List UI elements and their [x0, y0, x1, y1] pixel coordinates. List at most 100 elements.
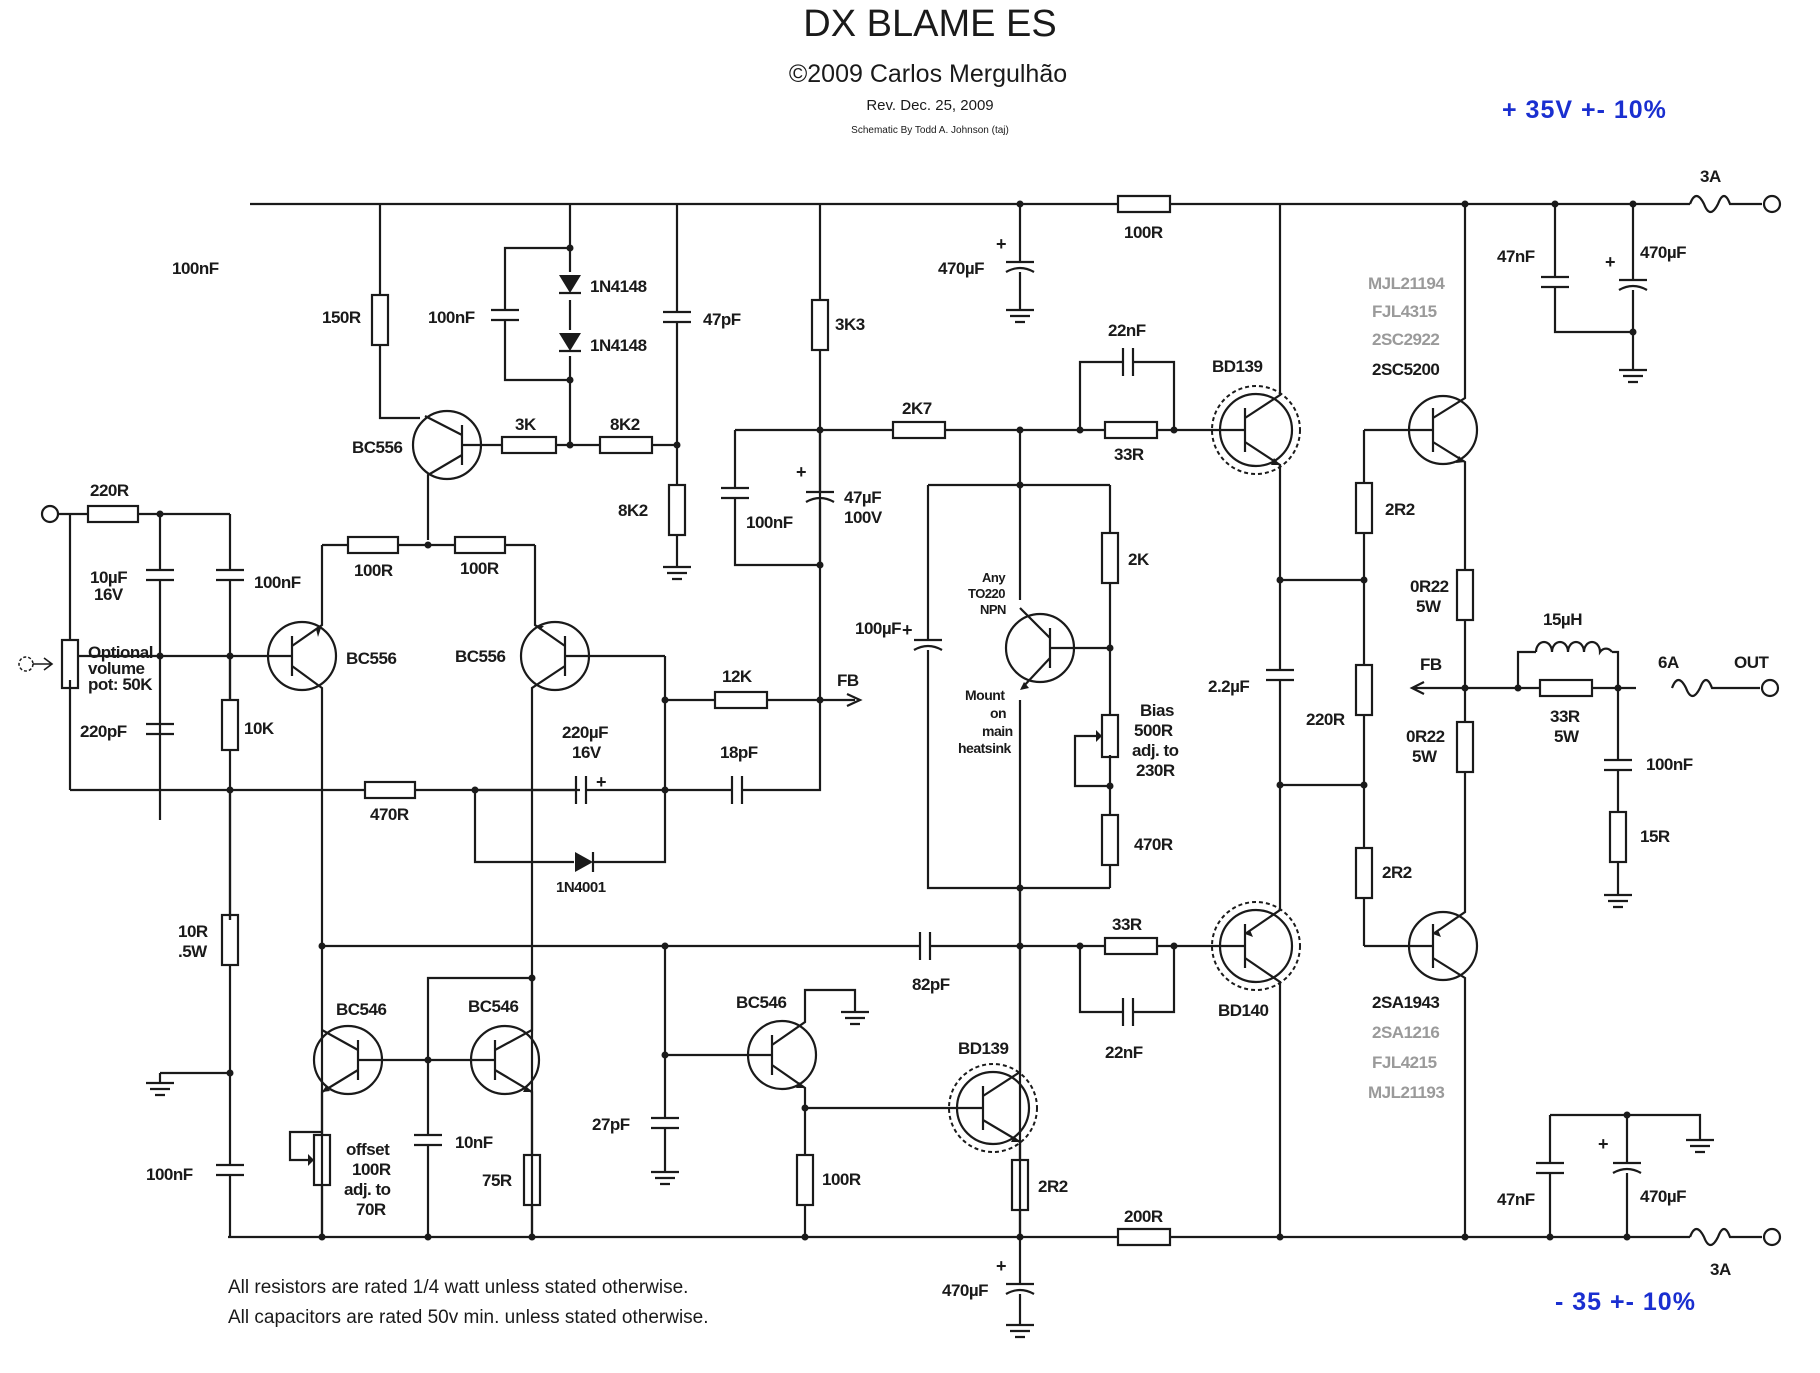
- input-section: [18, 504, 580, 1237]
- resistor-2r2-vas: [1010, 1158, 1030, 1212]
- label-r33-out-value: 33R: [1550, 707, 1580, 726]
- volume-pot: [60, 638, 80, 690]
- label-c47u-voltage: 100V: [844, 508, 883, 527]
- label-c2u2: 2.2µF: [1208, 677, 1249, 696]
- label-q-pnp-out-4: MJL21193: [1368, 1083, 1444, 1102]
- label-q-bd140: BD140: [1218, 1001, 1268, 1020]
- label-q-bc556-l: BC556: [346, 649, 396, 668]
- driver-heatsink-bot: [1211, 901, 1301, 991]
- resistor-150r: [370, 293, 390, 347]
- label-c470u-top: 470µF: [938, 259, 984, 278]
- label-offset-3: adj. to: [344, 1180, 391, 1199]
- label-r0r22b-value: 0R22: [1406, 727, 1445, 746]
- label-r220-mid: 220R: [1306, 710, 1345, 729]
- label-c10u-voltage: 16V: [94, 585, 124, 604]
- input-terminal: [40, 504, 60, 524]
- bias-section: [913, 430, 1120, 1237]
- label-c22n-top: 22nF: [1108, 321, 1146, 340]
- label-mount-1: Mount: [965, 687, 1005, 703]
- lower-section: [288, 888, 1284, 1339]
- label-mount-2: on: [990, 705, 1006, 721]
- label-r75: 75R: [482, 1171, 512, 1190]
- svg-text:+: +: [796, 462, 806, 482]
- label-r470-bias: 470R: [1134, 835, 1173, 854]
- label-r100a: 100R: [354, 561, 393, 580]
- label-r470: 470R: [370, 805, 409, 824]
- label-r10r-power: .5W: [178, 942, 208, 961]
- label-vbe-2: TO220: [968, 586, 1005, 601]
- transistor-bc556-left: [266, 620, 338, 692]
- label-c100n-d: 100nF: [428, 308, 475, 327]
- label-pot-3: pot: 50K: [88, 675, 153, 694]
- label-d1: 1N4148: [590, 277, 647, 296]
- label-r200: 200R: [1124, 1207, 1163, 1226]
- label-r220: 220R: [90, 481, 129, 500]
- label-r3k3: 3K3: [835, 315, 865, 334]
- label-c47n-bot: 47nF: [1497, 1190, 1535, 1209]
- resistor-15r: [1608, 810, 1628, 864]
- label-fb-left: FB: [837, 671, 859, 690]
- label-mount-4: heatsink: [958, 740, 1012, 756]
- label-r33-out-power: 5W: [1554, 727, 1580, 746]
- label-c27p: 27pF: [592, 1115, 630, 1134]
- label-d3: 1N4001: [556, 879, 606, 896]
- label-r3k: 3K: [515, 415, 537, 434]
- label-r15: 15R: [1640, 827, 1670, 846]
- transistor-bd139-bot: [955, 1070, 1031, 1146]
- label-q-pnp-out-2: 2SA1216: [1372, 1023, 1439, 1042]
- label-r0r22b-power: 5W: [1412, 747, 1438, 766]
- driver-section: [318, 204, 1374, 1237]
- component-labels: 220R 10µF 16V 100nF Optional volume pot:…: [80, 167, 1770, 1300]
- resistor-10r: [220, 913, 240, 967]
- label-d2: 1N4148: [590, 336, 647, 355]
- label-r33-top: 33R: [1114, 445, 1144, 464]
- label-r150: 150R: [322, 308, 361, 327]
- label-c100n-tl: 100nF: [172, 259, 219, 278]
- vas-heatsink: [948, 1063, 1038, 1153]
- schematic-title: DX BLAME ES: [803, 3, 1056, 45]
- label-vbe-1: Any: [982, 570, 1006, 585]
- svg-text:+: +: [902, 620, 912, 640]
- label-c220u-voltage: 16V: [572, 743, 602, 762]
- resistor-470r-bias: [1100, 813, 1120, 867]
- label-c470u-bot: 470µF: [942, 1281, 988, 1300]
- label-r10r-value: 10R: [178, 922, 208, 941]
- note-resistors: All resistors are rated 1/4 watt unless …: [228, 1277, 688, 1298]
- label-c18p: 18pF: [720, 743, 758, 762]
- resistor-33r-bot: [1103, 936, 1159, 956]
- label-r8k2a: 8K2: [610, 415, 640, 434]
- label-mount-3: main: [982, 723, 1013, 739]
- label-out: OUT: [1734, 653, 1770, 672]
- svg-text:+: +: [596, 772, 606, 792]
- label-q-npn-out-4: 2SC5200: [1372, 360, 1439, 379]
- label-c470u-br: 470µF: [1640, 1187, 1686, 1206]
- label-fuse-top: 3A: [1700, 167, 1721, 186]
- label-c100n-bot: 100nF: [146, 1165, 193, 1184]
- svg-text:+: +: [996, 1256, 1006, 1276]
- label-c47n-top: 47nF: [1497, 247, 1535, 266]
- resistor-33r-top: [1103, 420, 1159, 440]
- resistor-100r-b: [453, 535, 507, 555]
- resistor-100r-a: [346, 535, 400, 555]
- resistor-8k2-shunt: [667, 483, 687, 537]
- label-q-bc546-c: BC546: [736, 993, 786, 1012]
- label-c47u-value: 47µF: [844, 488, 881, 507]
- label-q-bc556-r: BC556: [455, 647, 505, 666]
- label-r2k7: 2K7: [902, 399, 932, 418]
- label-q-bc546-b: BC546: [468, 997, 518, 1016]
- credit-line: Schematic By Todd A. Johnson (taj): [851, 125, 1009, 136]
- resistor-2k7: [891, 420, 947, 440]
- label-fb-right: FB: [1420, 655, 1442, 674]
- label-r2r2-vas: 2R2: [1038, 1177, 1068, 1196]
- resistor-75r: [522, 1153, 542, 1207]
- copyright-line: ©2009 Carlos Mergulhão: [789, 60, 1067, 88]
- label-r2r2-top: 2R2: [1385, 500, 1415, 519]
- resistor-2k: [1100, 531, 1120, 585]
- label-pot-1: Optional: [88, 643, 153, 662]
- label-offset-2: 100R: [352, 1160, 391, 1179]
- resistor-2r2-top: [1354, 481, 1374, 535]
- label-c47p: 47pF: [703, 310, 741, 329]
- label-q-pnp-out-1: 2SA1943: [1372, 993, 1439, 1012]
- negative-rail: [228, 1227, 1782, 1247]
